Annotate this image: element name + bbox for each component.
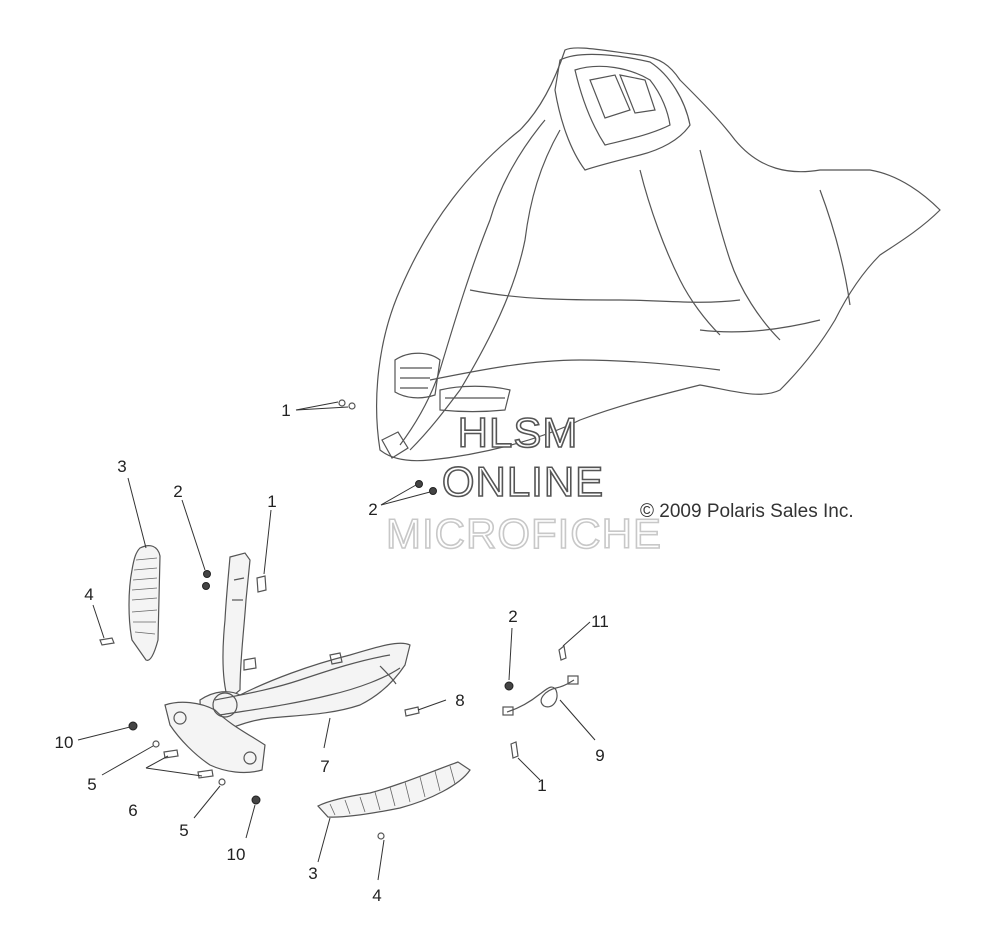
watermark-line-1: HLSM <box>458 409 579 456</box>
callout-9-harness: 9 <box>595 746 604 765</box>
callout-1-right: 1 <box>537 776 546 795</box>
hood-fasteners <box>338 399 437 495</box>
callout-10-left: 10 <box>55 733 74 752</box>
front-bumper <box>164 552 411 774</box>
callout-6: 6 <box>128 801 137 820</box>
bottom-grille <box>317 761 471 840</box>
callout-1-left: 1 <box>267 492 276 511</box>
callout-2-left: 2 <box>173 482 182 501</box>
right-fasteners <box>504 644 567 759</box>
callout-1-hood: 1 <box>281 401 290 420</box>
callout-2-right: 2 <box>508 607 517 626</box>
hood-assembly <box>376 47 941 462</box>
callout-10-lower: 10 <box>227 845 246 864</box>
callout-4-bottom: 4 <box>372 886 381 905</box>
callout-4-left: 4 <box>84 585 93 604</box>
left-side-grille <box>128 545 161 661</box>
wire-harness <box>502 675 579 716</box>
leader-lines <box>77 401 596 881</box>
callout-5-lower: 5 <box>179 821 188 840</box>
callout-labels: 1 2 3 2 1 4 10 5 6 5 10 7 8 2 11 9 1 3 4 <box>55 401 609 905</box>
callout-5-upper: 5 <box>87 775 96 794</box>
callout-3-left-grille: 3 <box>117 457 126 476</box>
callout-8: 8 <box>455 691 464 710</box>
watermark-line-3: MICROFICHE <box>386 510 662 557</box>
callout-7-bumper: 7 <box>320 757 329 776</box>
callout-3-bottom-grille: 3 <box>308 864 317 883</box>
copyright-notice: © 2009 Polaris Sales Inc. <box>640 501 854 522</box>
watermark-line-2: ONLINE <box>442 458 604 505</box>
callout-11: 11 <box>591 612 609 631</box>
callout-2-hood: 2 <box>368 500 377 519</box>
